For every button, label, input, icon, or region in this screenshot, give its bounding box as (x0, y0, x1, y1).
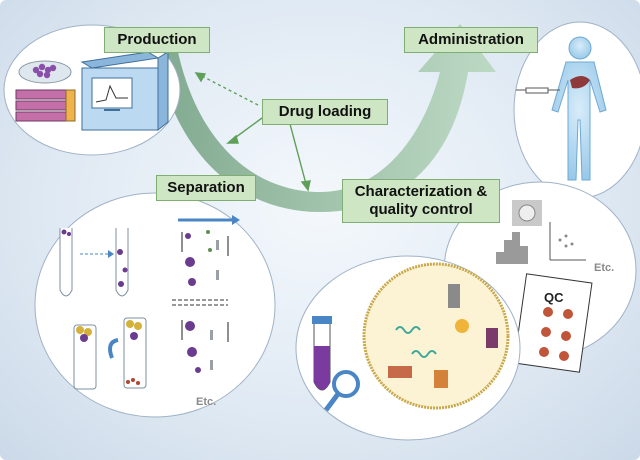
qc-label: QC (544, 290, 564, 305)
liver (570, 76, 590, 89)
filtration-tubes (59, 228, 129, 297)
workflow-arrow (156, 24, 496, 212)
falcon-tube (312, 316, 332, 391)
separation-bubble (34, 192, 276, 418)
administration-label: Administration (404, 27, 538, 53)
separation-label: Separation (156, 175, 256, 201)
nucleic-acids (395, 326, 437, 358)
characterization-label: Characterization & quality control (342, 179, 500, 223)
cell-cluster (32, 63, 57, 79)
chromatography-columns (73, 317, 147, 390)
flow-field-lanes (172, 215, 240, 373)
sample-dots (126, 378, 140, 385)
production-bubble (3, 24, 181, 156)
scatter-plot (549, 222, 586, 261)
histogram (496, 232, 528, 264)
characterization-bubble-large (295, 255, 521, 441)
drug-loading-arrows (194, 72, 311, 192)
separation-etc-note: Etc. (196, 396, 217, 408)
tem-image (512, 200, 542, 226)
production-label: Production (104, 27, 210, 53)
administration-bubble (513, 21, 640, 199)
culture-flasks (15, 89, 76, 122)
membrane-proteins (388, 284, 498, 388)
magnifier-icon (324, 370, 360, 412)
loop-arrow (108, 338, 119, 359)
characterization-etc-note: Etc. (594, 262, 615, 274)
qc-calendar (513, 273, 593, 373)
drug-loading-label: Drug loading (262, 99, 388, 125)
syringe (516, 87, 560, 94)
bioreactor (80, 51, 169, 132)
